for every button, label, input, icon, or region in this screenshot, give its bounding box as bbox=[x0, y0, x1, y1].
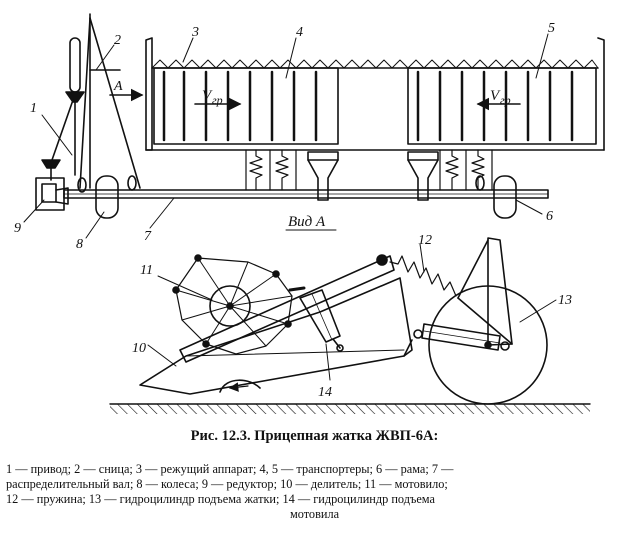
legend-line-2: распределительный вал; 8 — колеса; 9 — р… bbox=[6, 477, 448, 491]
label-1: 1 bbox=[30, 101, 37, 116]
reel-cylinder bbox=[299, 289, 344, 352]
wheel-left bbox=[77, 175, 137, 219]
leader-lines-top bbox=[23, 33, 549, 239]
conveyor-right bbox=[407, 67, 597, 145]
label-14: 14 bbox=[318, 385, 332, 400]
diagram-labels: 1 2 3 4 5 6 7 8 9 10 11 12 13 14 A Вид А… bbox=[14, 21, 572, 400]
leader-lines-side bbox=[147, 243, 557, 381]
drawbar bbox=[79, 13, 141, 189]
label-4: 4 bbox=[296, 25, 303, 40]
speed-sub-right: гр bbox=[500, 93, 511, 107]
label-9: 9 bbox=[14, 221, 21, 236]
label-7: 7 bbox=[144, 229, 152, 244]
wheel-right bbox=[475, 175, 517, 219]
reel-arm bbox=[179, 254, 395, 363]
legend-line-3: 12 — пружина; 13 — гидроцилиндр подъема … bbox=[6, 492, 435, 506]
legend-line-1: 1 — привод; 2 — сница; 3 — режущий аппар… bbox=[6, 462, 454, 476]
legend-line-4: мотовила bbox=[289, 507, 340, 521]
view-arrow-label: A bbox=[113, 79, 123, 94]
speed-label-left: V bbox=[202, 88, 213, 104]
diagram-svg: 1 2 3 4 5 6 7 8 9 10 11 12 13 14 A Вид А… bbox=[14, 13, 605, 414]
frame-shaft bbox=[63, 189, 549, 199]
ground bbox=[109, 403, 591, 414]
funnel-right bbox=[407, 151, 439, 201]
view-title: Вид А bbox=[288, 214, 326, 230]
label-10: 10 bbox=[132, 341, 146, 356]
label-5: 5 bbox=[548, 21, 555, 36]
speed-sub-left: гр bbox=[212, 93, 223, 107]
side-wheel bbox=[428, 237, 548, 405]
drive-mechanism bbox=[41, 37, 85, 181]
label-3: 3 bbox=[191, 25, 199, 40]
label-12: 12 bbox=[418, 233, 432, 248]
funnel-left bbox=[307, 151, 339, 201]
diagram-figure: 1 2 3 4 5 6 7 8 9 10 11 12 13 14 A Вид А… bbox=[14, 13, 605, 414]
label-8: 8 bbox=[76, 237, 83, 252]
lift-cylinder bbox=[403, 323, 510, 357]
figure-legend: 1 — привод; 2 — сница; 3 — режущий аппар… bbox=[6, 462, 623, 522]
divider-platform bbox=[139, 277, 413, 395]
figure-caption: Рис. 12.3. Прицепная жатка ЖВП-6А: bbox=[190, 428, 439, 444]
reel bbox=[172, 254, 293, 355]
speed-label-right: V bbox=[490, 88, 501, 104]
label-13: 13 bbox=[558, 293, 572, 308]
spring bbox=[389, 255, 457, 297]
label-11: 11 bbox=[140, 263, 153, 278]
cutter-bar bbox=[151, 59, 599, 69]
label-6: 6 bbox=[546, 209, 553, 224]
spring-supports bbox=[245, 149, 493, 191]
label-2: 2 bbox=[114, 33, 121, 48]
conveyor-left bbox=[153, 67, 339, 145]
